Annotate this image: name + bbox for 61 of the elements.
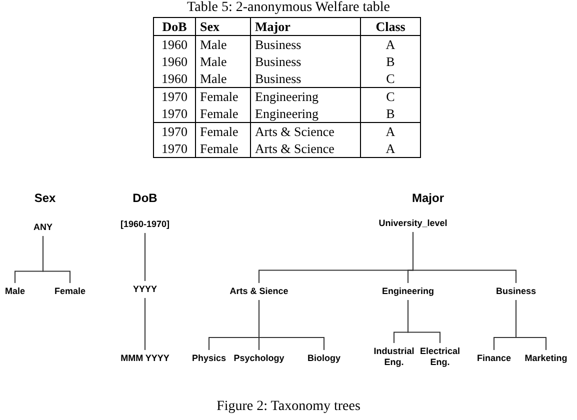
table-cell: B: [360, 105, 420, 122]
table-cell: Business: [250, 70, 360, 88]
table-cell: Female: [196, 105, 250, 122]
taxonomy-term: [1960-1970]: [120, 219, 170, 230]
table-cell: Engineering: [250, 88, 360, 105]
column-header: DoB: [154, 18, 196, 36]
taxonomy-term: Business: [496, 286, 536, 297]
taxonomy-term: Finance: [477, 353, 511, 364]
table-cell: Female: [196, 140, 250, 158]
table-cell: A: [360, 36, 420, 53]
tree-line: [144, 298, 146, 350]
taxonomy-term: Industrial Eng.: [370, 346, 418, 368]
table-cell: Female: [196, 88, 250, 105]
tree-heading: Sex: [34, 191, 56, 205]
taxonomy-term: Marketing: [524, 353, 568, 364]
taxonomy-term: Electrical Eng.: [417, 346, 463, 368]
table-cell: Male: [196, 36, 250, 53]
tree-line: [412, 232, 516, 284]
table-cell: Male: [196, 70, 250, 88]
table-cell: Business: [250, 53, 360, 70]
table-cell: 1970: [154, 122, 196, 140]
tree-line: [144, 232, 146, 282]
table-cell: Female: [196, 122, 250, 140]
tree-line: [408, 300, 440, 344]
table-cell: B: [360, 53, 420, 70]
taxonomy-term: Psychology: [234, 353, 284, 364]
column-header: Sex: [196, 18, 250, 36]
taxonomy-term: Arts & Sience: [230, 286, 288, 297]
taxonomy-term: YYYY: [133, 284, 157, 295]
table-cell: 1960: [154, 70, 196, 88]
table-cell: Male: [196, 53, 250, 70]
taxonomy-term: University_level: [378, 218, 448, 229]
taxonomy-term: Engineering: [382, 286, 434, 297]
taxonomy-term: Female: [54, 286, 86, 297]
table-cell: Engineering: [250, 105, 360, 122]
table-cell: 1970: [154, 140, 196, 158]
tree-heading: Major: [412, 191, 444, 205]
table-cell: C: [360, 88, 420, 105]
table-caption: Table 5: 2-anonymous Welfare table: [186, 0, 391, 16]
taxonomy-term: Biology: [308, 353, 340, 364]
taxonomy-term: MMM YYYY: [120, 353, 170, 364]
taxonomy-term: ANY: [34, 222, 52, 233]
tree-heading: DoB: [132, 191, 158, 205]
table-cell: C: [360, 70, 420, 88]
table-cell: 1970: [154, 88, 196, 105]
tree-line: [42, 236, 70, 284]
table-cell: A: [360, 122, 420, 140]
table-cell: 1960: [154, 36, 196, 53]
table-cell: Business: [250, 36, 360, 53]
taxonomy-term: Male: [5, 286, 25, 297]
table-cell: Arts & Science: [250, 122, 360, 140]
column-header: Major: [250, 18, 360, 36]
table-cell: 1960: [154, 53, 196, 70]
table-cell: A: [360, 140, 420, 158]
tree-line: [258, 300, 324, 350]
tree-line: [516, 300, 546, 350]
figure-caption: Figure 2: Taxonomy trees: [216, 398, 362, 416]
table-cell: 1970: [154, 105, 196, 122]
column-header: Class: [360, 18, 420, 36]
table-cell: Arts & Science: [250, 140, 360, 158]
taxonomy-term: Physics: [192, 353, 226, 364]
